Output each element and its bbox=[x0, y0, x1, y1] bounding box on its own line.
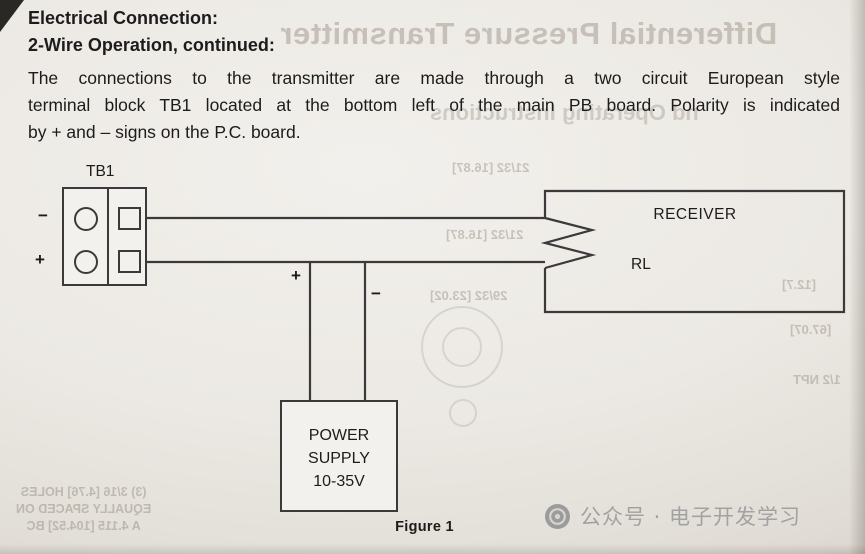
power-supply-label-line: POWER bbox=[308, 427, 370, 444]
bleedthrough-note: (3) 3/16 [4.76] HOLES EQUALLY SPACED ON … bbox=[16, 484, 151, 535]
bleedthrough-title: Differential Pressure Transmitter bbox=[280, 16, 778, 51]
figure-caption: Figure 1 bbox=[395, 519, 454, 535]
section-heading: Electrical Connection: bbox=[28, 8, 219, 28]
load-resistor-zigzag bbox=[540, 216, 597, 270]
power-supply-label-line: SUPPLY bbox=[308, 450, 370, 467]
body-text-line: The connections to the transmitter are m… bbox=[28, 68, 840, 88]
bleedthrough-dimension: 21/32 [16.87] bbox=[452, 160, 530, 175]
bleedthrough-note-line: EQUALLY SPACED ON bbox=[16, 502, 152, 516]
subsection-heading: 2-Wire Operation, continued: bbox=[28, 35, 275, 55]
power-supply-box: POWER SUPPLY 10-35V bbox=[280, 400, 398, 512]
publisher-logo-icon bbox=[545, 503, 570, 529]
bleedthrough-note-line: (3) 3/16 [4.76] HOLES bbox=[20, 485, 147, 499]
power-supply-label-line: 10-35V bbox=[313, 473, 365, 490]
bleedthrough-dimension: [67.07] bbox=[790, 322, 832, 337]
terminal-opening-top bbox=[118, 207, 141, 230]
body-text-line: by + and – signs on the P.C. board. bbox=[28, 122, 301, 142]
terminal-block-label: TB1 bbox=[86, 163, 115, 180]
scan-edge-shadow-bottom bbox=[0, 544, 865, 554]
terminal-block-divider bbox=[107, 189, 109, 284]
publisher-watermark-text: 公众号 · 电子开发学习 bbox=[580, 505, 802, 529]
bleedthrough-dimension: 1/2 NPT bbox=[793, 372, 841, 387]
scan-corner-artifact bbox=[0, 0, 24, 32]
scan-edge-shadow-right bbox=[849, 0, 865, 554]
load-resistor-label: RL bbox=[631, 256, 651, 273]
publisher-watermark: 公众号 · 电子开发学习 bbox=[544, 501, 801, 531]
terminal-screw-bottom bbox=[74, 250, 98, 274]
receiver-label: RECEIVER bbox=[653, 206, 737, 223]
bleedthrough-dimension: [12.7] bbox=[782, 277, 816, 292]
supply-plus-sign: + bbox=[291, 266, 301, 285]
bleedthrough-note-line: A 4.115 [104.52] BC bbox=[26, 519, 141, 533]
terminal-plus-sign: + bbox=[35, 250, 45, 269]
bleedthrough-dimension: 29/32 [23.02] bbox=[430, 288, 508, 303]
terminal-block-tb1 bbox=[62, 187, 147, 286]
supply-minus-sign: − bbox=[371, 284, 381, 303]
bleedthrough-dimension: 21/32 [16.87] bbox=[446, 227, 524, 242]
terminal-minus-sign: − bbox=[38, 206, 48, 225]
terminal-opening-bottom bbox=[118, 250, 141, 273]
terminal-screw-top bbox=[74, 207, 98, 231]
body-text-line: terminal block TB1 located at the bottom… bbox=[28, 95, 840, 115]
bleedthrough-circles bbox=[421, 306, 503, 427]
